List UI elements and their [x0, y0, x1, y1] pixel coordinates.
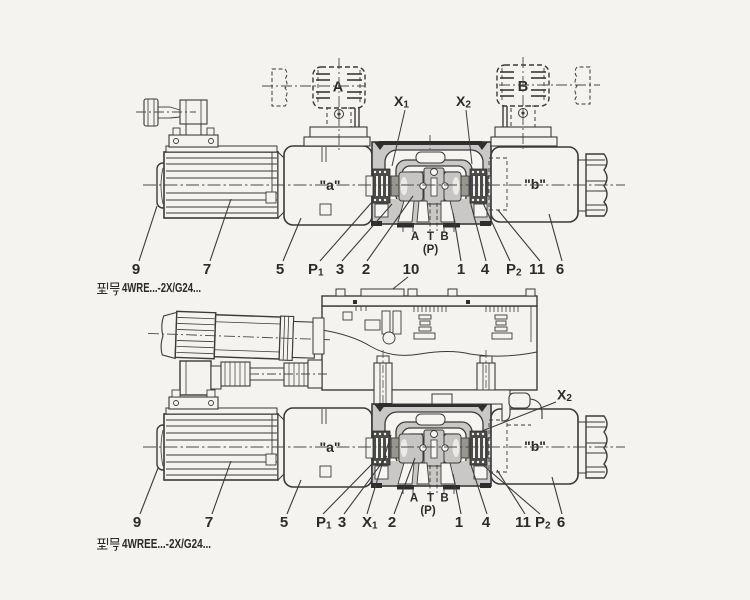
- svg-text:B: B: [440, 493, 448, 505]
- svg-text:4: 4: [482, 514, 491, 531]
- svg-text:5: 5: [276, 261, 284, 278]
- svg-text:3: 3: [336, 261, 344, 278]
- svg-text:(P): (P): [423, 244, 439, 256]
- svg-text:6: 6: [557, 514, 565, 531]
- svg-text:9: 9: [132, 261, 140, 278]
- svg-text:5: 5: [280, 514, 288, 531]
- svg-text:2: 2: [362, 261, 370, 278]
- svg-text:4WREE...-2X/G24...: 4WREE...-2X/G24...: [122, 536, 211, 551]
- svg-text:1: 1: [457, 261, 465, 278]
- svg-text:2: 2: [388, 514, 396, 531]
- svg-text:(P): (P): [420, 505, 436, 517]
- svg-text:11: 11: [529, 261, 545, 278]
- svg-text:4: 4: [481, 261, 490, 278]
- svg-text:A: A: [411, 231, 419, 243]
- svg-text:11: 11: [515, 514, 531, 531]
- svg-text:T: T: [427, 231, 434, 243]
- svg-text:A: A: [333, 80, 344, 96]
- svg-text:3: 3: [338, 514, 346, 531]
- svg-text:7: 7: [203, 261, 211, 278]
- svg-text:T: T: [427, 493, 434, 505]
- svg-text:9: 9: [133, 514, 141, 531]
- svg-text:1: 1: [455, 514, 463, 531]
- svg-text:A: A: [410, 493, 418, 505]
- svg-text:4WRE...-2X/G24...: 4WRE...-2X/G24...: [122, 280, 201, 295]
- svg-text:7: 7: [205, 514, 213, 531]
- svg-text:B: B: [440, 231, 448, 243]
- svg-text:6: 6: [556, 261, 564, 278]
- svg-text:10: 10: [403, 261, 420, 278]
